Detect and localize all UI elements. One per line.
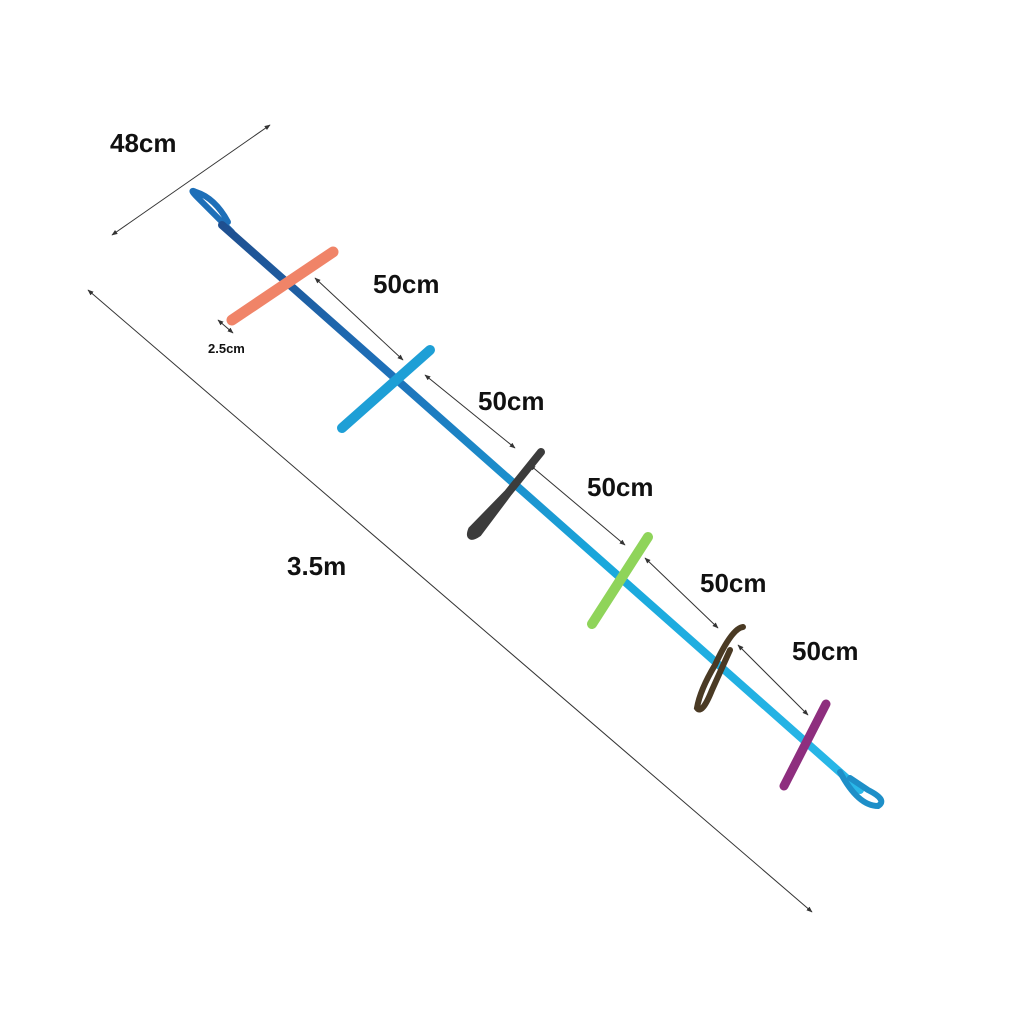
handle-salmon bbox=[226, 246, 339, 326]
width-dimension-line bbox=[111, 124, 271, 236]
total-length-dimension-line bbox=[87, 289, 813, 913]
spacing-label-5: 50cm bbox=[792, 636, 859, 666]
handle-blue bbox=[337, 345, 435, 433]
spacing-label-2: 50cm bbox=[478, 386, 545, 416]
main-strap bbox=[189, 187, 885, 810]
strap-body bbox=[218, 221, 864, 794]
spacing-line-5 bbox=[737, 644, 809, 716]
strap-width-label: 2.5cm bbox=[208, 341, 245, 356]
top-end-loop bbox=[189, 187, 235, 235]
handle-dark-gray bbox=[466, 448, 545, 540]
handle-brown bbox=[693, 624, 746, 713]
handles bbox=[226, 246, 831, 791]
spacing-line-2 bbox=[424, 374, 516, 449]
spacing-line-1 bbox=[314, 277, 404, 361]
spacing-line-4 bbox=[644, 557, 719, 629]
width-label: 48cm bbox=[110, 128, 177, 158]
spacing-label-1: 50cm bbox=[373, 269, 440, 299]
spacing-label-4: 50cm bbox=[700, 568, 767, 598]
bottom-end-loop bbox=[837, 769, 885, 810]
spacing-dimension-lines bbox=[314, 277, 809, 716]
total-length-label: 3.5m bbox=[287, 551, 346, 581]
handle-purple bbox=[779, 699, 831, 791]
spacing-line-3 bbox=[529, 464, 626, 546]
handle-green bbox=[587, 532, 653, 629]
spacing-label-3: 50cm bbox=[587, 472, 654, 502]
strap-width-dimension-line bbox=[217, 319, 234, 334]
